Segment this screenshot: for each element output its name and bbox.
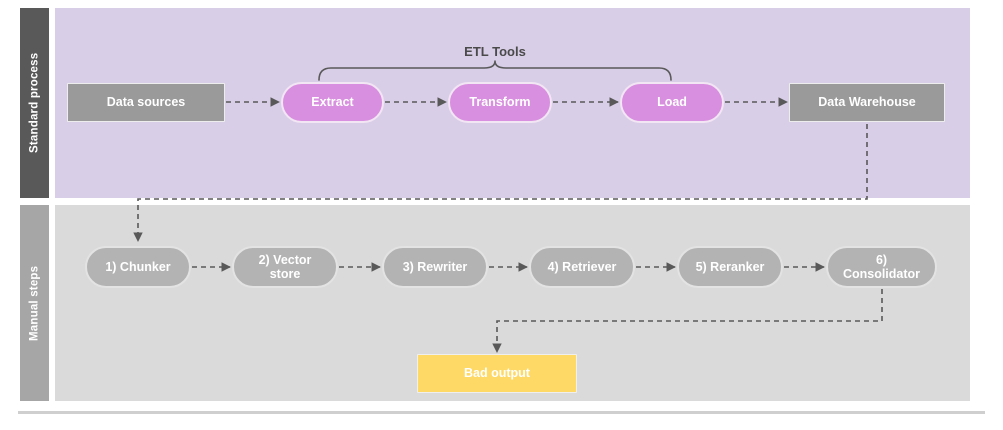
bottom-divider (18, 411, 985, 414)
node-vector-store[interactable]: 2) Vector store (232, 246, 338, 288)
node-reranker[interactable]: 5) Reranker (677, 246, 783, 288)
node-consolidator[interactable]: 6) Consolidator (826, 246, 937, 288)
node-bad-output[interactable]: Bad output (417, 354, 577, 393)
node-rewriter[interactable]: 3) Rewriter (382, 246, 488, 288)
lane-title-manual-steps: Manual steps (20, 205, 49, 401)
node-extract[interactable]: Extract (281, 82, 384, 123)
node-chunker[interactable]: 1) Chunker (85, 246, 191, 288)
node-load[interactable]: Load (620, 82, 724, 123)
node-data-sources[interactable]: Data sources (67, 83, 225, 122)
node-retriever[interactable]: 4) Retriever (529, 246, 635, 288)
node-transform[interactable]: Transform (448, 82, 552, 123)
etl-tools-bracket-label: ETL Tools (464, 44, 526, 59)
lane-title-standard-process: Standard process (20, 8, 49, 198)
node-data-warehouse[interactable]: Data Warehouse (789, 83, 945, 122)
